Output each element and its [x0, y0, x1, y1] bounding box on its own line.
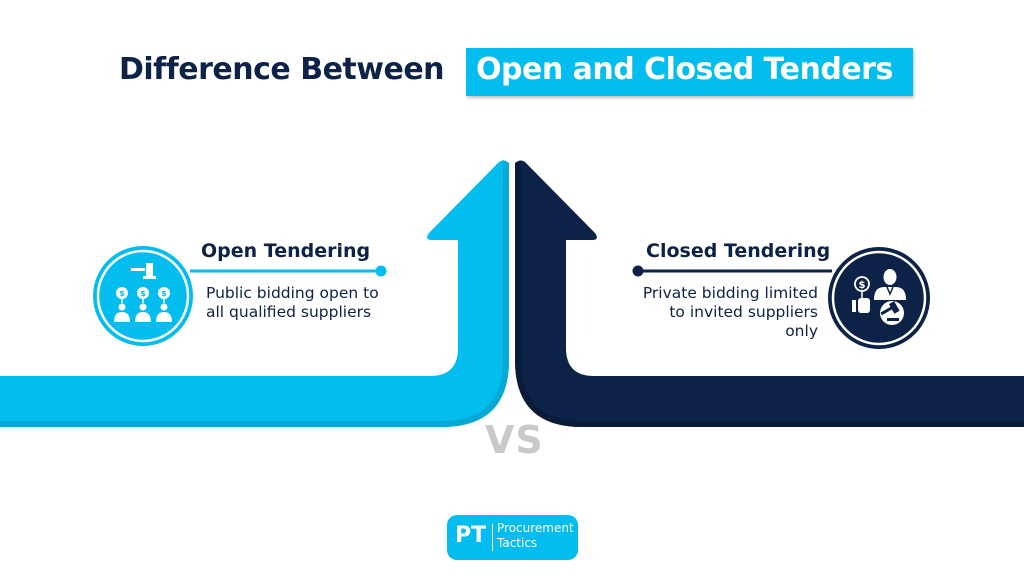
open-tendering-description: Public bidding open to all qualified sup…: [206, 284, 379, 321]
title-row: Difference Between Open and Closed Tende…: [0, 48, 1024, 98]
title-highlight: Open and Closed Tenders: [476, 52, 893, 87]
logo-divider: [492, 524, 493, 551]
closed-arrow: [515, 160, 1024, 427]
auction-bidders-icon: $ $ $: [93, 246, 193, 346]
open-arrow: [0, 160, 509, 427]
invited-bidder-auction-icon: $: [828, 247, 930, 349]
logo-initials: PT: [455, 523, 487, 548]
logo-line-2: Tactics: [497, 536, 538, 550]
procurement-tactics-logo: PT Procurement Tactics: [447, 515, 578, 560]
open-tendering-title: Open Tendering: [201, 240, 371, 262]
vs-label: VS: [485, 418, 544, 462]
open-connector: [190, 265, 387, 277]
title-plain: Difference Between: [119, 52, 445, 87]
logo-line-1: Procurement: [497, 521, 574, 535]
svg-text:$: $: [119, 289, 125, 298]
closed-connector: [632, 265, 832, 277]
logo-wordmark: Procurement Tactics: [497, 521, 574, 551]
closed-tendering-description: Private bidding limited to invited suppl…: [642, 284, 818, 340]
svg-text:$: $: [161, 289, 167, 298]
title-highlight-box: Open and Closed Tenders: [466, 48, 913, 96]
svg-text:$: $: [140, 289, 146, 298]
closed-tendering-title: Closed Tendering: [646, 240, 831, 262]
svg-text:$: $: [859, 280, 866, 291]
